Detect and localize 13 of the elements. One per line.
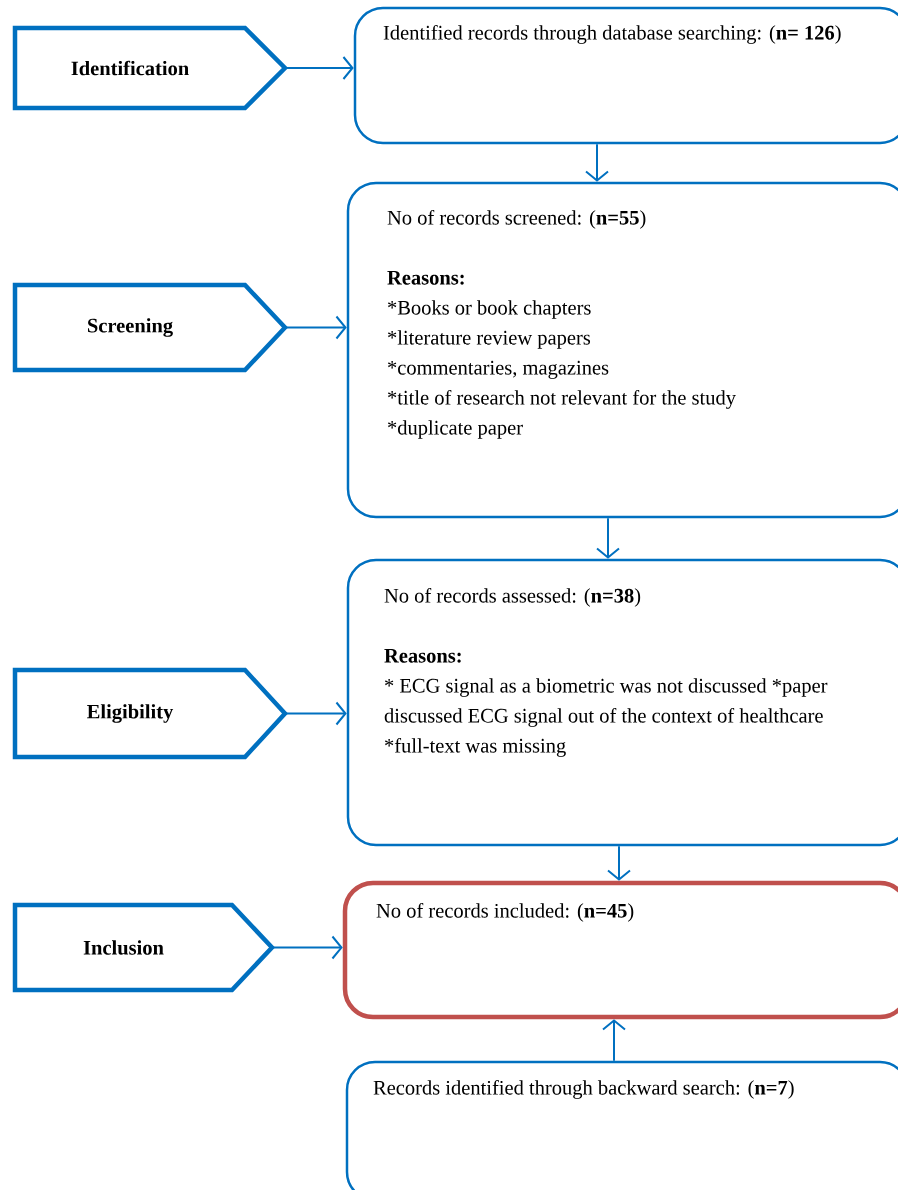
record-box: Records identified through backward search: (n=7)	[345, 1060, 898, 1190]
arrow	[585, 143, 609, 182]
arrow	[602, 1019, 626, 1062]
record-box: No of records assessed: (n=38) Reasons: * ECG signal as a biometric was not discussed *paper discussed ECG signal out of the context of healthcare *full-text was missing	[346, 558, 898, 847]
arrow	[284, 701, 347, 726]
record-box: No of records included: (n=45)	[342, 880, 898, 1020]
record-box: No of records screened: (n=55) Reasons: *Books or book chapters *literature review papers *commentaries, magazines *title of research not relevant for the study *duplicate paper	[346, 181, 898, 519]
arrow	[596, 517, 620, 559]
arrow	[284, 56, 354, 80]
arrow	[271, 935, 343, 960]
arrow	[284, 315, 347, 340]
arrow	[607, 845, 631, 881]
record-box: Identified records through database searching: (n= 126)	[353, 6, 898, 145]
